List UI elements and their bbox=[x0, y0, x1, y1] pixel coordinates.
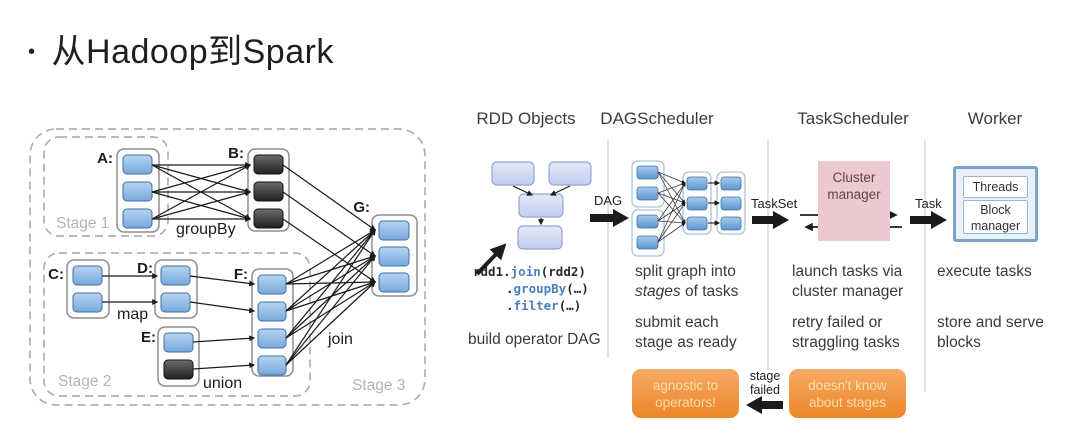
rdd-pointer-arrow bbox=[475, 243, 507, 276]
rdd-objects-mini-dag bbox=[475, 161, 592, 276]
stage1-label: Stage 1 bbox=[56, 215, 109, 232]
threads-box: Threads bbox=[963, 176, 1028, 198]
mini-shuffle-edges bbox=[657, 171, 686, 243]
stage2-boundary bbox=[43, 252, 311, 397]
rdd-e-label: E: bbox=[141, 329, 156, 346]
groupby-edges bbox=[151, 162, 252, 222]
block-manager-box: Block manager bbox=[963, 200, 1028, 234]
header-worker: Worker bbox=[967, 109, 1023, 128]
note-store-blocks: store and serve blocks bbox=[937, 314, 1044, 351]
stage-failed-arrow bbox=[746, 396, 783, 414]
rdd-g-label: G: bbox=[353, 199, 370, 216]
page-title: • 从Hadoop到Spark bbox=[28, 24, 334, 73]
note-build-dag: build operator DAG bbox=[468, 331, 601, 348]
rdd-b-label: B: bbox=[228, 145, 244, 162]
union-label: union bbox=[203, 375, 242, 392]
dag-agnostic-badge: agnostic to operators! bbox=[632, 369, 739, 418]
cluster-manager-box: Cluster manager bbox=[818, 161, 890, 241]
rdd-b-partitions bbox=[253, 154, 284, 229]
note-launch-tasks: launch tasks via cluster manager bbox=[792, 263, 904, 300]
note-submit-stage: submit each stage as ready bbox=[635, 314, 737, 351]
map-label: map bbox=[117, 306, 148, 323]
join-edges-f bbox=[285, 228, 377, 366]
note-execute-tasks: execute tasks bbox=[937, 263, 1032, 280]
note-split-stages: split graph into stages of tasks bbox=[635, 263, 739, 300]
worker-box: Threads Block manager bbox=[953, 166, 1038, 242]
header-dagscheduler: DAGScheduler bbox=[600, 109, 714, 128]
rdd-code-snippet: rdd1.join(rdd2) .groupBy(…) .filter(…) bbox=[473, 264, 589, 313]
mini-pipeline-edges bbox=[708, 180, 721, 226]
taskset-arrow bbox=[752, 211, 789, 229]
stage-failed-label: stage failed bbox=[749, 369, 781, 397]
dag-arrow bbox=[590, 209, 629, 227]
stage3-label: Stage 3 bbox=[352, 377, 405, 394]
header-rdd-objects: RDD Objects bbox=[476, 109, 576, 128]
join-edges-b bbox=[282, 164, 376, 283]
rdd-c-label: C: bbox=[48, 266, 64, 283]
page-title-text: 从Hadoop到Spark bbox=[51, 33, 334, 71]
task-arrow-label: Task bbox=[915, 196, 942, 211]
rdd-e-partitions bbox=[163, 332, 194, 380]
rdd-f-container bbox=[251, 268, 294, 377]
rdd-a-label: A: bbox=[97, 150, 113, 167]
task-stages-badge: doesn't know about stages bbox=[789, 369, 906, 418]
rdd-f-partitions bbox=[257, 274, 287, 376]
dag-arrow-label: DAG bbox=[594, 193, 623, 208]
mini-task-blocks bbox=[636, 165, 742, 250]
stage1-boundary bbox=[43, 136, 169, 237]
bullet-icon: • bbox=[28, 41, 36, 63]
task-arrow bbox=[910, 211, 947, 229]
taskset-arrow-label: TaskSet bbox=[751, 196, 798, 211]
map-edges bbox=[102, 273, 159, 305]
rdd-d-label: D: bbox=[137, 260, 153, 277]
stage3-boundary bbox=[29, 128, 426, 406]
rdd-f-label: F: bbox=[234, 266, 248, 283]
stage2-label: Stage 2 bbox=[58, 373, 111, 390]
rdd-a-partitions bbox=[122, 154, 153, 229]
groupby-label: groupBy bbox=[176, 221, 236, 238]
join-label: join bbox=[327, 331, 353, 348]
dagscheduler-mini-diagram bbox=[631, 160, 746, 257]
note-retry-tasks: retry failed or straggling tasks bbox=[792, 314, 900, 351]
union-edges bbox=[189, 275, 256, 370]
rdd-g-partitions bbox=[378, 220, 410, 293]
header-taskscheduler: TaskScheduler bbox=[797, 109, 909, 128]
stage-dag-diagram: A: B: C: D: E: F: G: groupBy map union j… bbox=[29, 128, 426, 406]
